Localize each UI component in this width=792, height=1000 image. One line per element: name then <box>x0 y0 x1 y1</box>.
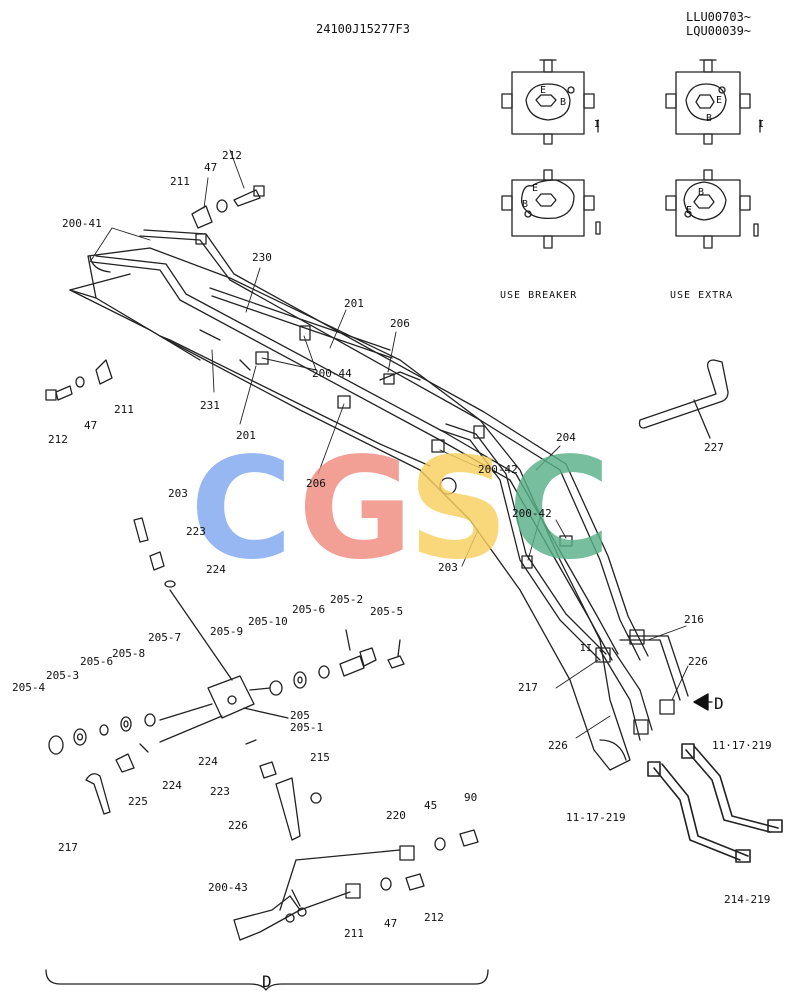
callout-212: 212 <box>222 149 242 162</box>
callout-227: 227 <box>704 441 724 454</box>
bolts-top <box>191 185 265 229</box>
callout-205-7: 205-7 <box>148 631 182 644</box>
callout-203-arm: 203 <box>438 561 458 574</box>
bolts-left <box>45 359 113 401</box>
callout-212-left: 212 <box>48 433 68 446</box>
callout-200-44: 200-44 <box>312 367 352 380</box>
port-b-view3: B <box>522 199 529 210</box>
callout-214-219: 214-219 <box>724 893 771 906</box>
port-b-view4: B <box>698 187 705 198</box>
callout-205-5: 205-5 <box>370 605 404 618</box>
hydraulic-lines <box>91 229 689 741</box>
port-e-view2: E <box>716 95 723 106</box>
callout-205-10: 205-10 <box>248 615 288 628</box>
callout-217-arm: 217 <box>518 681 538 694</box>
callout-224: 224 <box>206 563 226 576</box>
allen-wrench-227 <box>638 359 729 439</box>
callout-206-lower: 206 <box>306 477 326 490</box>
callout-226: 226 <box>228 819 248 832</box>
callout-205-6-left: 205-6 <box>80 655 114 668</box>
callout-205-8: 205-8 <box>112 647 146 660</box>
watermark-logo: C G S C <box>190 428 611 591</box>
callout-205: 205 <box>290 709 310 722</box>
serial-range-2: LQU00039~ <box>686 24 752 38</box>
port-e-view3: E <box>532 183 539 194</box>
hoses <box>647 743 783 863</box>
port-b-view1: B <box>560 97 567 108</box>
callout-217: 217 <box>58 841 78 854</box>
callout-200-42: 200-42 <box>478 463 518 476</box>
view-d-label: D <box>714 694 724 713</box>
callout-223-lower: 223 <box>210 785 230 798</box>
callout-205-2: 205-2 <box>330 593 364 606</box>
detail-brace-d <box>45 969 489 991</box>
callout-230: 230 <box>252 251 272 264</box>
callout-205-9: 205-9 <box>210 625 244 638</box>
view-arrow-d <box>693 693 713 711</box>
logo-letter-3: S <box>408 428 509 591</box>
callout-215: 215 <box>310 751 330 764</box>
callout-201: 201 <box>344 297 364 310</box>
callout-211: 211 <box>170 175 190 188</box>
arm-structure <box>69 247 631 771</box>
logo-letter-2: G <box>298 428 413 591</box>
callout-203: 203 <box>168 487 188 500</box>
caption-use-breaker: USE BREAKER <box>500 290 578 301</box>
block-205 <box>159 589 289 743</box>
callout-47-left: 47 <box>84 419 98 432</box>
valve-view-2 <box>665 59 761 145</box>
mark-i-view1: I <box>594 119 601 130</box>
logo-letter-1: C <box>190 428 293 591</box>
port-e-view1: E <box>540 85 547 96</box>
callout-223: 223 <box>186 525 206 538</box>
callout-225: 225 <box>128 795 148 808</box>
callout-212-bottom: 212 <box>424 911 444 924</box>
callout-47: 47 <box>204 161 218 174</box>
detail-d-label: D <box>262 972 272 991</box>
callout-206: 206 <box>390 317 410 330</box>
logo-letter-4: C <box>508 428 611 591</box>
callout-211-left: 211 <box>114 403 134 416</box>
valve-view-1 <box>501 59 599 145</box>
callout-226-arm: 226 <box>548 739 568 752</box>
caption-use-extra: USE EXTRA <box>670 290 734 301</box>
callout-11-17-219: 11·17·219 <box>712 739 772 752</box>
mark-i-view2: I <box>758 119 765 130</box>
callout-45: 45 <box>424 799 438 812</box>
callout-226-right: 226 <box>688 655 708 668</box>
callout-211-bottom: 211 <box>344 927 364 940</box>
valve-view-4 <box>665 169 759 249</box>
callout-220: 220 <box>386 809 406 822</box>
callout-47-bottom: 47 <box>384 917 398 930</box>
valve-view-3 <box>501 169 601 249</box>
callout-205-6: 205-6 <box>292 603 326 616</box>
exploded-fittings <box>48 517 405 841</box>
port-b-view2: B <box>706 113 713 124</box>
callout-224-left: 224 <box>162 779 182 792</box>
callout-201-lower: 201 <box>236 429 256 442</box>
callout-205-3: 205-3 <box>46 669 80 682</box>
callout-200-42-lower: 200-42 <box>512 507 552 520</box>
callout-231: 231 <box>200 399 220 412</box>
callout-200-43: 200-43 <box>208 881 248 894</box>
serial-range-1: LLU00703~ <box>686 10 752 24</box>
callout-205-1: 205-1 <box>290 721 324 734</box>
callout-200-41: 200-41 <box>62 217 102 230</box>
leader-lines <box>89 149 689 739</box>
drawing-number: 24100J15277F3 <box>316 22 410 36</box>
callout-90: 90 <box>464 791 478 804</box>
mark-ii-arm: II <box>580 643 593 654</box>
port-e-view4: E <box>686 205 693 216</box>
callout-205-4: 205-4 <box>12 681 46 694</box>
callout-224-mid: 224 <box>198 755 218 768</box>
callout-11-17-219-lower: 11-17-219 <box>566 811 626 824</box>
callout-216: 216 <box>684 613 704 626</box>
bracket-200-43 <box>233 829 479 941</box>
callout-204: 204 <box>556 431 576 444</box>
